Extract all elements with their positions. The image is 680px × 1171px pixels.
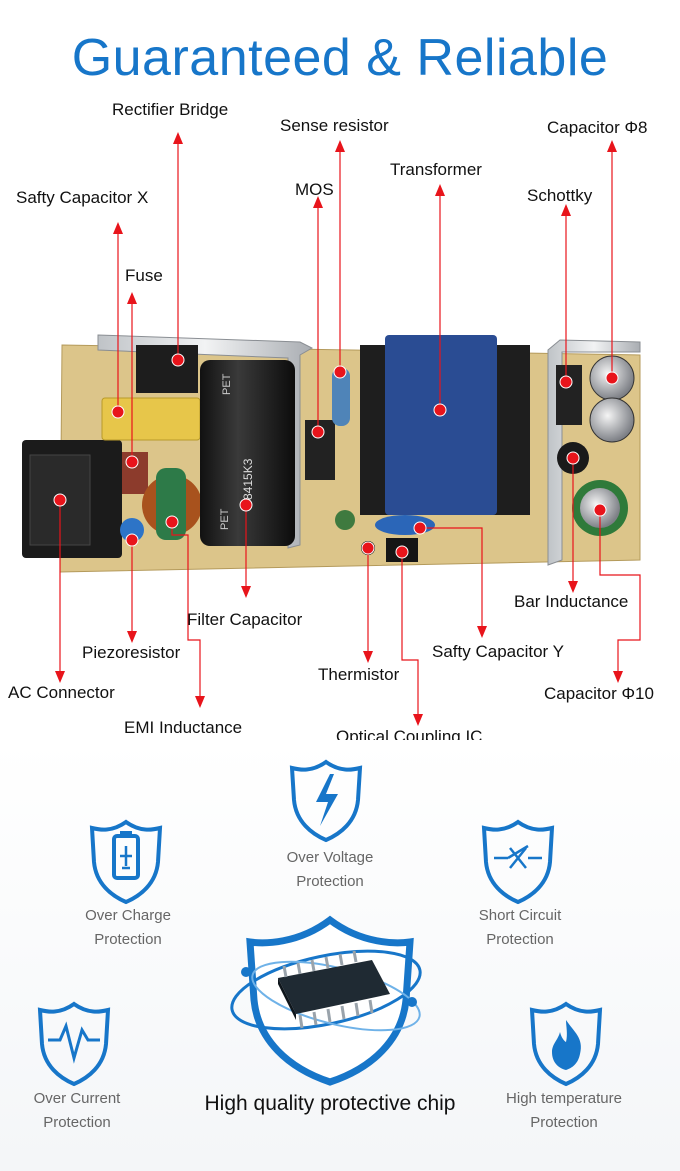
sense-resistor-part bbox=[332, 368, 350, 426]
callout-lines bbox=[53, 132, 641, 726]
label-safty-capacitor-x: Safty Capacitor X bbox=[16, 188, 149, 207]
over-voltage-icon bbox=[289, 759, 363, 843]
cap-text-3: PET bbox=[219, 508, 231, 530]
high-temperature-line1: High temperature bbox=[506, 1090, 622, 1107]
label-schottky: Schottky bbox=[527, 186, 593, 205]
label-capacitor-8: Capacitor Φ8 bbox=[547, 118, 648, 137]
over-voltage-label: Over Voltage Protection bbox=[250, 846, 410, 894]
piezoresistor-part bbox=[120, 518, 144, 542]
chip-caption: High quality protective chip bbox=[204, 1092, 456, 1115]
label-thermistor: Thermistor bbox=[318, 665, 400, 684]
short-circuit-icon bbox=[481, 819, 555, 905]
short-circuit-line2: Protection bbox=[486, 931, 554, 948]
label-bar-inductance: Bar Inductance bbox=[514, 592, 629, 611]
cap-text-1: PET bbox=[221, 373, 233, 395]
protective-chip-icon bbox=[230, 915, 422, 1086]
transformer-part bbox=[385, 335, 497, 515]
over-charge-label: Over Charge Protection bbox=[48, 904, 208, 952]
over-charge-icon bbox=[89, 819, 163, 905]
over-voltage-line1: Over Voltage bbox=[286, 849, 374, 866]
over-current-icon bbox=[37, 1001, 111, 1087]
cap-text-2: 8415K3 bbox=[241, 458, 255, 500]
label-mos: MOS bbox=[295, 180, 334, 199]
label-ac-connector: AC Connector bbox=[8, 683, 115, 702]
high-temperature-line2: Protection bbox=[530, 1114, 598, 1131]
short-circuit-line1: Short Circuit bbox=[478, 907, 562, 924]
label-piezoresistor: Piezoresistor bbox=[82, 643, 181, 662]
short-circuit-label: Short Circuit Protection bbox=[440, 904, 600, 952]
label-safty-capacitor-y: Safty Capacitor Y bbox=[432, 642, 564, 661]
label-filter-capacitor: Filter Capacitor bbox=[187, 610, 303, 629]
label-capacitor-10: Capacitor Φ10 bbox=[544, 684, 654, 703]
over-charge-line1: Over Charge bbox=[85, 907, 171, 924]
label-rectifier-bridge: Rectifier Bridge bbox=[112, 100, 229, 119]
over-current-line2: Protection bbox=[43, 1114, 111, 1131]
high-temperature-icon bbox=[529, 1001, 603, 1087]
over-current-line1: Over Current bbox=[33, 1090, 121, 1107]
page-title: Guaranteed & Reliable bbox=[71, 29, 609, 87]
label-fuse: Fuse bbox=[125, 266, 163, 285]
over-charge-line2: Protection bbox=[94, 931, 162, 948]
schottky-part bbox=[556, 365, 582, 425]
label-emi-inductance: EMI Inductance bbox=[124, 718, 243, 737]
label-transformer: Transformer bbox=[390, 160, 482, 179]
rectifier-bridge-part bbox=[136, 345, 198, 393]
high-temperature-label: High temperature Protection bbox=[484, 1087, 644, 1135]
over-voltage-line2: Protection bbox=[296, 873, 364, 890]
filter-capacitor-part bbox=[200, 360, 295, 546]
over-current-label: Over Current Protection bbox=[0, 1087, 157, 1135]
label-sense-resistor: Sense resistor bbox=[280, 116, 389, 135]
